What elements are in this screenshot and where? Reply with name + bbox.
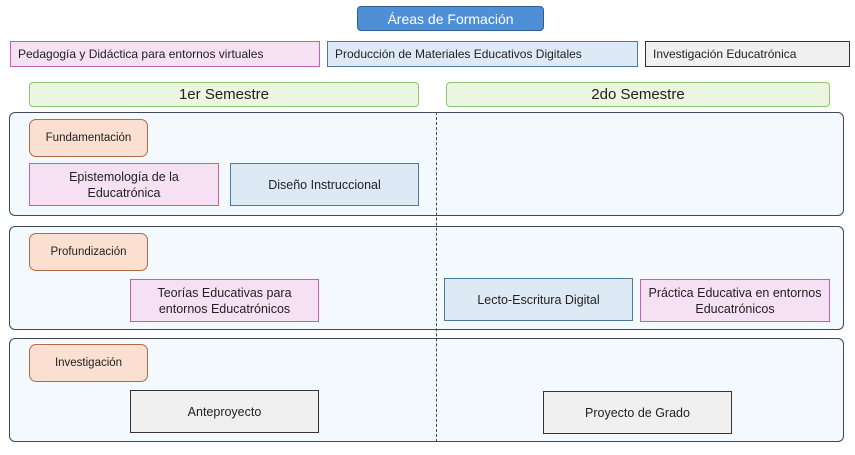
course-lecto-escritura: Lecto-Escritura Digital	[444, 278, 633, 321]
legend-pedagogia: Pedagogía y Didáctica para entornos virt…	[10, 41, 320, 67]
course-practica-educativa: Práctica Educativa en entornos Educatrón…	[640, 279, 830, 322]
course-epistemologia: Epistemología de la Educatrónica	[29, 163, 219, 206]
course-teorias-educativas: Teorías Educativas para entornos Educatr…	[130, 279, 319, 322]
course-anteproyecto: Anteproyecto	[130, 390, 319, 433]
legend-produccion: Producción de Materiales Educativos Digi…	[327, 41, 638, 67]
row-label-fundamentacion: Fundamentación	[29, 119, 148, 157]
semester-divider	[436, 112, 437, 442]
course-proyecto-de-grado: Proyecto de Grado	[543, 391, 732, 434]
course-diseno-instruccional: Diseño Instruccional	[230, 163, 419, 206]
semester-1-header: 1er Semestre	[29, 82, 419, 107]
legend-investigacion: Investigación Educatrónica	[645, 41, 850, 67]
row-label-investigacion: Investigación	[29, 344, 148, 382]
diagram-title: Áreas de Formación	[357, 6, 544, 31]
row-label-profundizacion: Profundización	[29, 233, 148, 271]
semester-2-header: 2do Semestre	[446, 82, 830, 107]
